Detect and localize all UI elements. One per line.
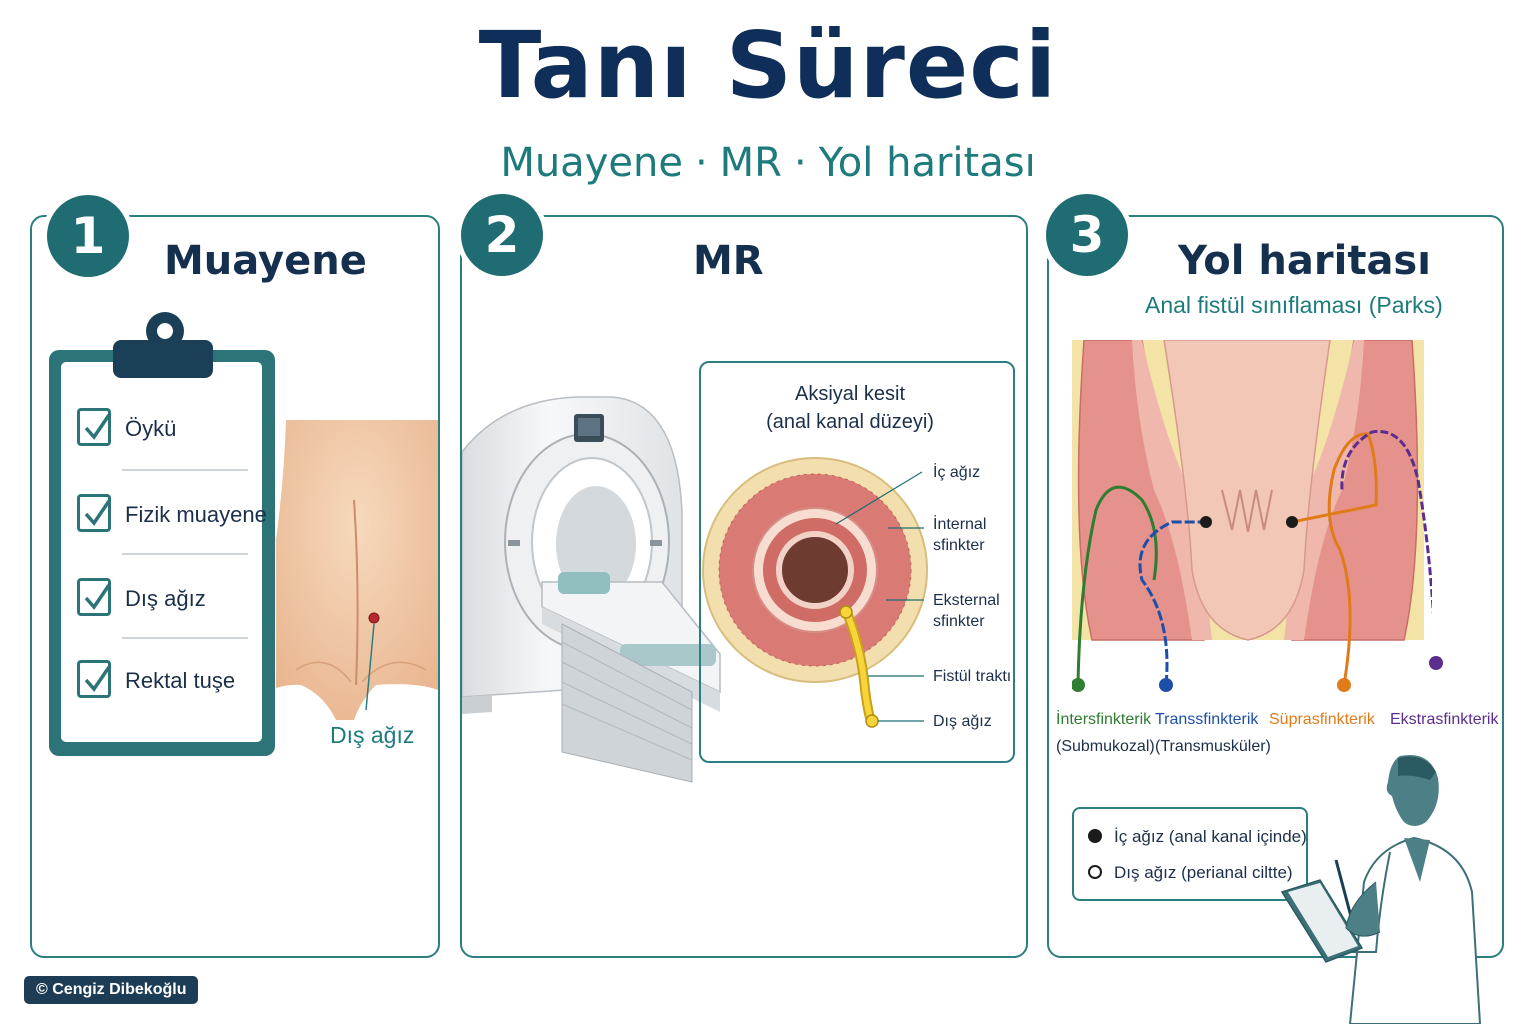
checklist-item: Öykü	[77, 408, 267, 454]
axial-title-line1: Aksiyal kesit	[794, 383, 906, 405]
legend-external-label: Dış ağız (perianal ciltte)	[1114, 863, 1293, 882]
label-internal-sphincter-line2: sfinkter	[933, 537, 985, 554]
mri-scanner-illustration	[462, 396, 721, 783]
open-dot-icon	[1088, 865, 1102, 879]
axial-section-title: Aksiyal kesit (anal kanal düzeyi)	[700, 380, 1000, 436]
type-extrasphincteric: Ekstrasfinkterik	[1390, 711, 1499, 728]
axial-anal-canal-illustration	[702, 457, 928, 728]
checklist-label: Dış ağız	[125, 586, 206, 611]
legend-internal: İç ağız (anal kanal içinde)	[1088, 827, 1307, 847]
subtitle-separator: ·	[694, 140, 708, 186]
panel-title-roadmap: Yol haritası	[1178, 238, 1431, 284]
copyright-badge: © Cengiz Dibekoğlu	[24, 976, 199, 1004]
step-badge-1: 1	[47, 195, 129, 277]
label-internal-sphincter: İnternal sfinkter	[933, 514, 986, 556]
type-intersphincteric: İntersfinkterik	[1056, 711, 1152, 728]
page-subtitle: Muayene·MR·Yol haritası	[0, 140, 1536, 186]
clipboard-paper	[61, 362, 262, 742]
extrasphincteric-opening-dot	[1429, 656, 1443, 670]
panel-title-mr: MR	[693, 238, 764, 284]
step-badge-2: 2	[461, 194, 543, 276]
type-suprasphincteric: Süprasfinkterik	[1269, 711, 1375, 728]
panel-title-exam: Muayene	[164, 238, 367, 284]
axial-section-inset	[699, 361, 1015, 763]
type-intersphincteric-sub: (Submukozal)	[1056, 738, 1155, 755]
label-external-sphincter-line2: sfinkter	[933, 613, 985, 630]
clipboard-clip	[113, 340, 213, 378]
divider	[122, 553, 248, 555]
label-internal-opening: İç ağız	[933, 464, 981, 481]
axial-title-line2: (anal kanal düzeyi)	[766, 411, 934, 433]
parks-classification-illustration	[1072, 340, 1432, 692]
doctor-illustration	[1280, 754, 1482, 1024]
type-transsphincteric: Transsfinkterik	[1155, 711, 1259, 728]
legend-internal-label: İç ağız (anal kanal içinde)	[1114, 827, 1307, 846]
checklist-label: Fizik muayene	[125, 502, 267, 527]
divider	[122, 637, 248, 639]
checkbox-checked-icon	[77, 660, 111, 698]
label-external-sphincter-line1: Eksternal	[933, 592, 1000, 609]
page-title: Tanı Süreci	[478, 12, 1058, 119]
legend-external: Dış ağız (perianal ciltte)	[1088, 863, 1293, 883]
step-badge-3: 3	[1046, 194, 1128, 276]
subtitle-part-mr: MR	[719, 140, 782, 186]
opening-legend: İç ağız (anal kanal içinde) Dış ağız (pe…	[1072, 807, 1308, 901]
checkbox-checked-icon	[77, 408, 111, 446]
checklist-label: Rektal tuşe	[125, 668, 236, 693]
label-internal-sphincter-line1: İnternal	[933, 516, 987, 533]
checkbox-checked-icon	[77, 494, 111, 532]
checklist-item: Fizik muayene	[77, 494, 267, 540]
label-fistula-tract: Fistül traktı	[933, 668, 1012, 685]
subtitle-part-exam: Muayene	[500, 140, 683, 186]
subtitle-part-roadmap: Yol haritası	[818, 140, 1036, 186]
checklist-item: Rektal tuşe	[77, 660, 267, 706]
label-external-sphincter: Eksternal sfinkter	[933, 590, 1000, 632]
label-external-opening: Dış ağız	[933, 713, 992, 730]
type-transsphincteric-sub: (Transmusküler)	[1155, 738, 1271, 755]
subtitle-separator: ·	[793, 140, 807, 186]
divider	[122, 469, 248, 471]
parks-subtitle: Anal fistül sınıflaması (Parks)	[1145, 292, 1443, 318]
checkbox-checked-icon	[77, 578, 111, 616]
external-opening-label: Dış ağız	[330, 722, 415, 748]
filled-dot-icon	[1088, 829, 1102, 843]
checklist-item: Dış ağız	[77, 578, 267, 624]
checklist-label: Öykü	[125, 416, 177, 441]
perianal-skin-illustration	[276, 420, 438, 720]
